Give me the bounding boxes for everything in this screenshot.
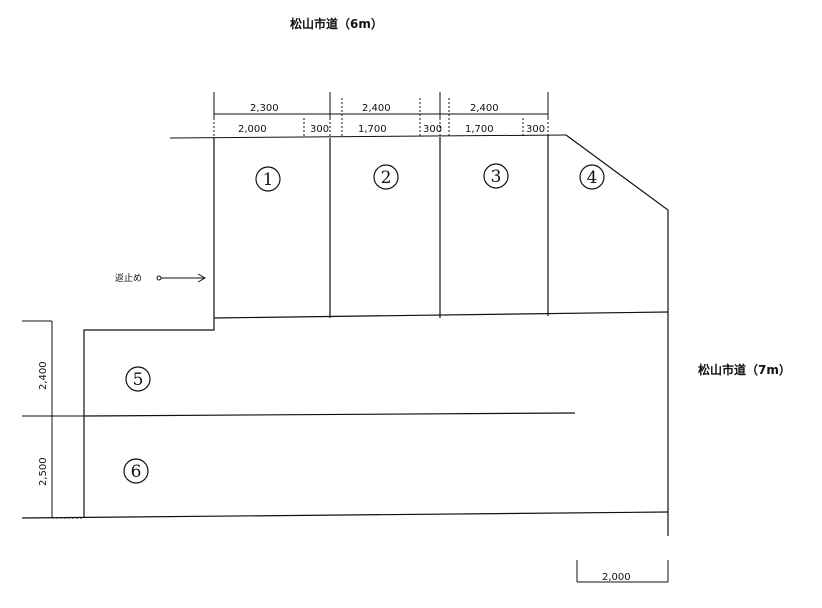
left-dimension-lines	[22, 320, 84, 519]
dim-top-inner-3: 1,700	[358, 124, 387, 135]
right-road-label: 松山市道（7m）	[698, 362, 791, 377]
dim-top-outer-3: 2,400	[470, 103, 499, 114]
stop-label: 返止め	[115, 272, 142, 284]
lot-5-number: 5	[133, 370, 144, 390]
lot-boundaries	[21, 134, 669, 536]
dim-left-2: 2,500	[38, 457, 49, 486]
top-road-edge	[169, 134, 567, 139]
dim-top-inner-2: 300	[310, 124, 329, 135]
dim-top-inner-1: 2,000	[238, 124, 267, 135]
lot-circles	[123, 163, 605, 484]
dim-bottom: 2,000	[602, 572, 631, 583]
lot-6-number: 6	[131, 462, 142, 482]
bottom-dimension-lines	[576, 560, 669, 583]
stop-arrow	[156, 273, 207, 283]
lot-3-number: 3	[491, 167, 502, 187]
dim-top-inner-4: 300	[423, 124, 442, 135]
dim-top-inner-6: 300	[526, 124, 545, 135]
top-road-label: 松山市道（6m）	[290, 16, 383, 31]
dim-top-inner-5: 1,700	[465, 124, 494, 135]
lot-2-number: 2	[381, 168, 392, 188]
dim-top-outer-2: 2,400	[362, 103, 391, 114]
dim-top-outer-1: 2,300	[250, 103, 279, 114]
dim-left-1: 2,400	[38, 361, 49, 390]
lot-4-number: 4	[587, 168, 598, 188]
lot-1-number: 1	[263, 170, 274, 190]
top-dimension-lines	[213, 92, 549, 137]
